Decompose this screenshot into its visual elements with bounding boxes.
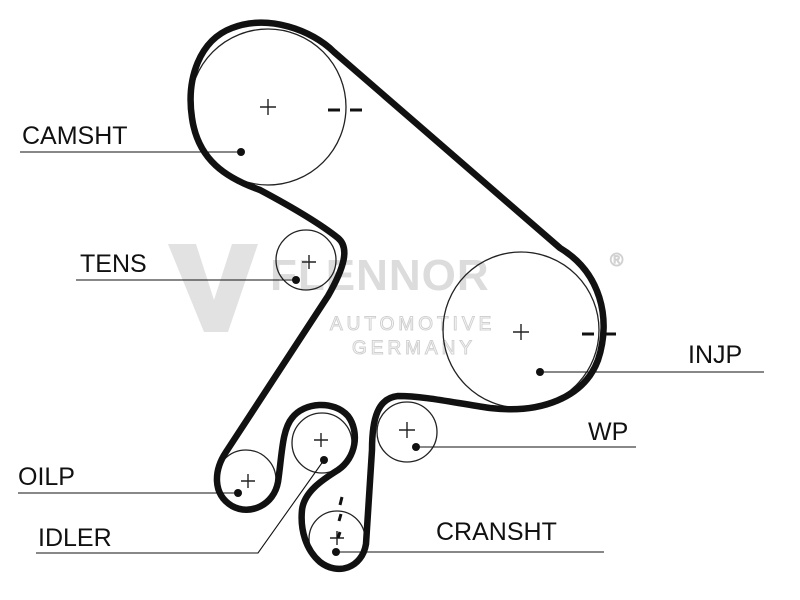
oil-pump-center-icon	[241, 474, 255, 488]
tensioner-pulley	[275, 229, 337, 291]
water-pump-pulley	[376, 401, 438, 463]
injection-pump-label: INJP	[688, 341, 742, 369]
camshaft-label: CAMSHT	[22, 122, 128, 150]
idler-center-icon	[314, 433, 328, 447]
injection-pump-dot-icon	[536, 368, 544, 376]
leader-dots	[234, 148, 544, 556]
water-pump-label: WP	[588, 418, 628, 446]
tensioner-center-icon	[302, 255, 316, 269]
crankshaft-label: CRANSHT	[436, 518, 557, 546]
timing-belt	[187, 19, 607, 573]
water-pump-center-icon	[399, 422, 415, 438]
oil-pump-label: OILP	[18, 463, 75, 491]
watermark-registered: ®	[610, 250, 623, 270]
watermark-line1: AUTOMOTIVE	[330, 314, 495, 335]
crankshaft-dot-icon	[332, 548, 340, 556]
injection-pump-center-icon	[513, 324, 529, 340]
watermark-line2: GERMANY	[352, 338, 476, 359]
pulley-centers	[241, 99, 529, 545]
idler-dot-icon	[320, 456, 328, 464]
watermark-brand: FLENNOR	[270, 251, 490, 300]
idler-leader	[36, 459, 325, 554]
watermark: FLENNOR ® AUTOMOTIVE GERMANY	[168, 244, 624, 360]
component-labels: CAMSHT TENS INJP WP OILP IDLER CRANSHT	[18, 122, 742, 552]
tensioner-label: TENS	[80, 250, 147, 278]
crankshaft-center-icon	[330, 531, 344, 545]
camshaft-center-icon	[260, 99, 276, 115]
camshaft-dot-icon	[237, 148, 245, 156]
watermark-logo-icon	[168, 244, 258, 332]
water-pump-dot-icon	[412, 443, 420, 451]
crankshaft-timing-mark-icon	[336, 496, 344, 539]
oil-pump-dot-icon	[234, 489, 242, 497]
idler-label: IDLER	[38, 524, 112, 552]
tensioner-dot-icon	[292, 276, 300, 284]
leader-lines	[18, 151, 764, 554]
